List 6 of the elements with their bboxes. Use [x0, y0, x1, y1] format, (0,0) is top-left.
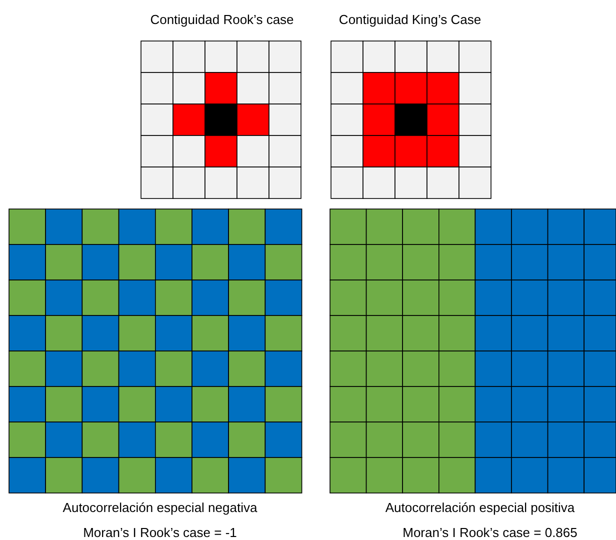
grid-caption: Autocorrelación especial negativa — [62, 500, 258, 515]
statistic-note: Moran’s I Rook’s case = -1 — [83, 525, 237, 540]
grid-caption: Autocorrelación especial positiva — [385, 500, 575, 515]
grid-title: Contiguidad Rook’s case — [150, 12, 294, 27]
grid-title: Contiguidad King’s Case — [338, 12, 482, 27]
statistic-note: Moran’s I Rook’s case = 0.865 — [402, 525, 578, 540]
